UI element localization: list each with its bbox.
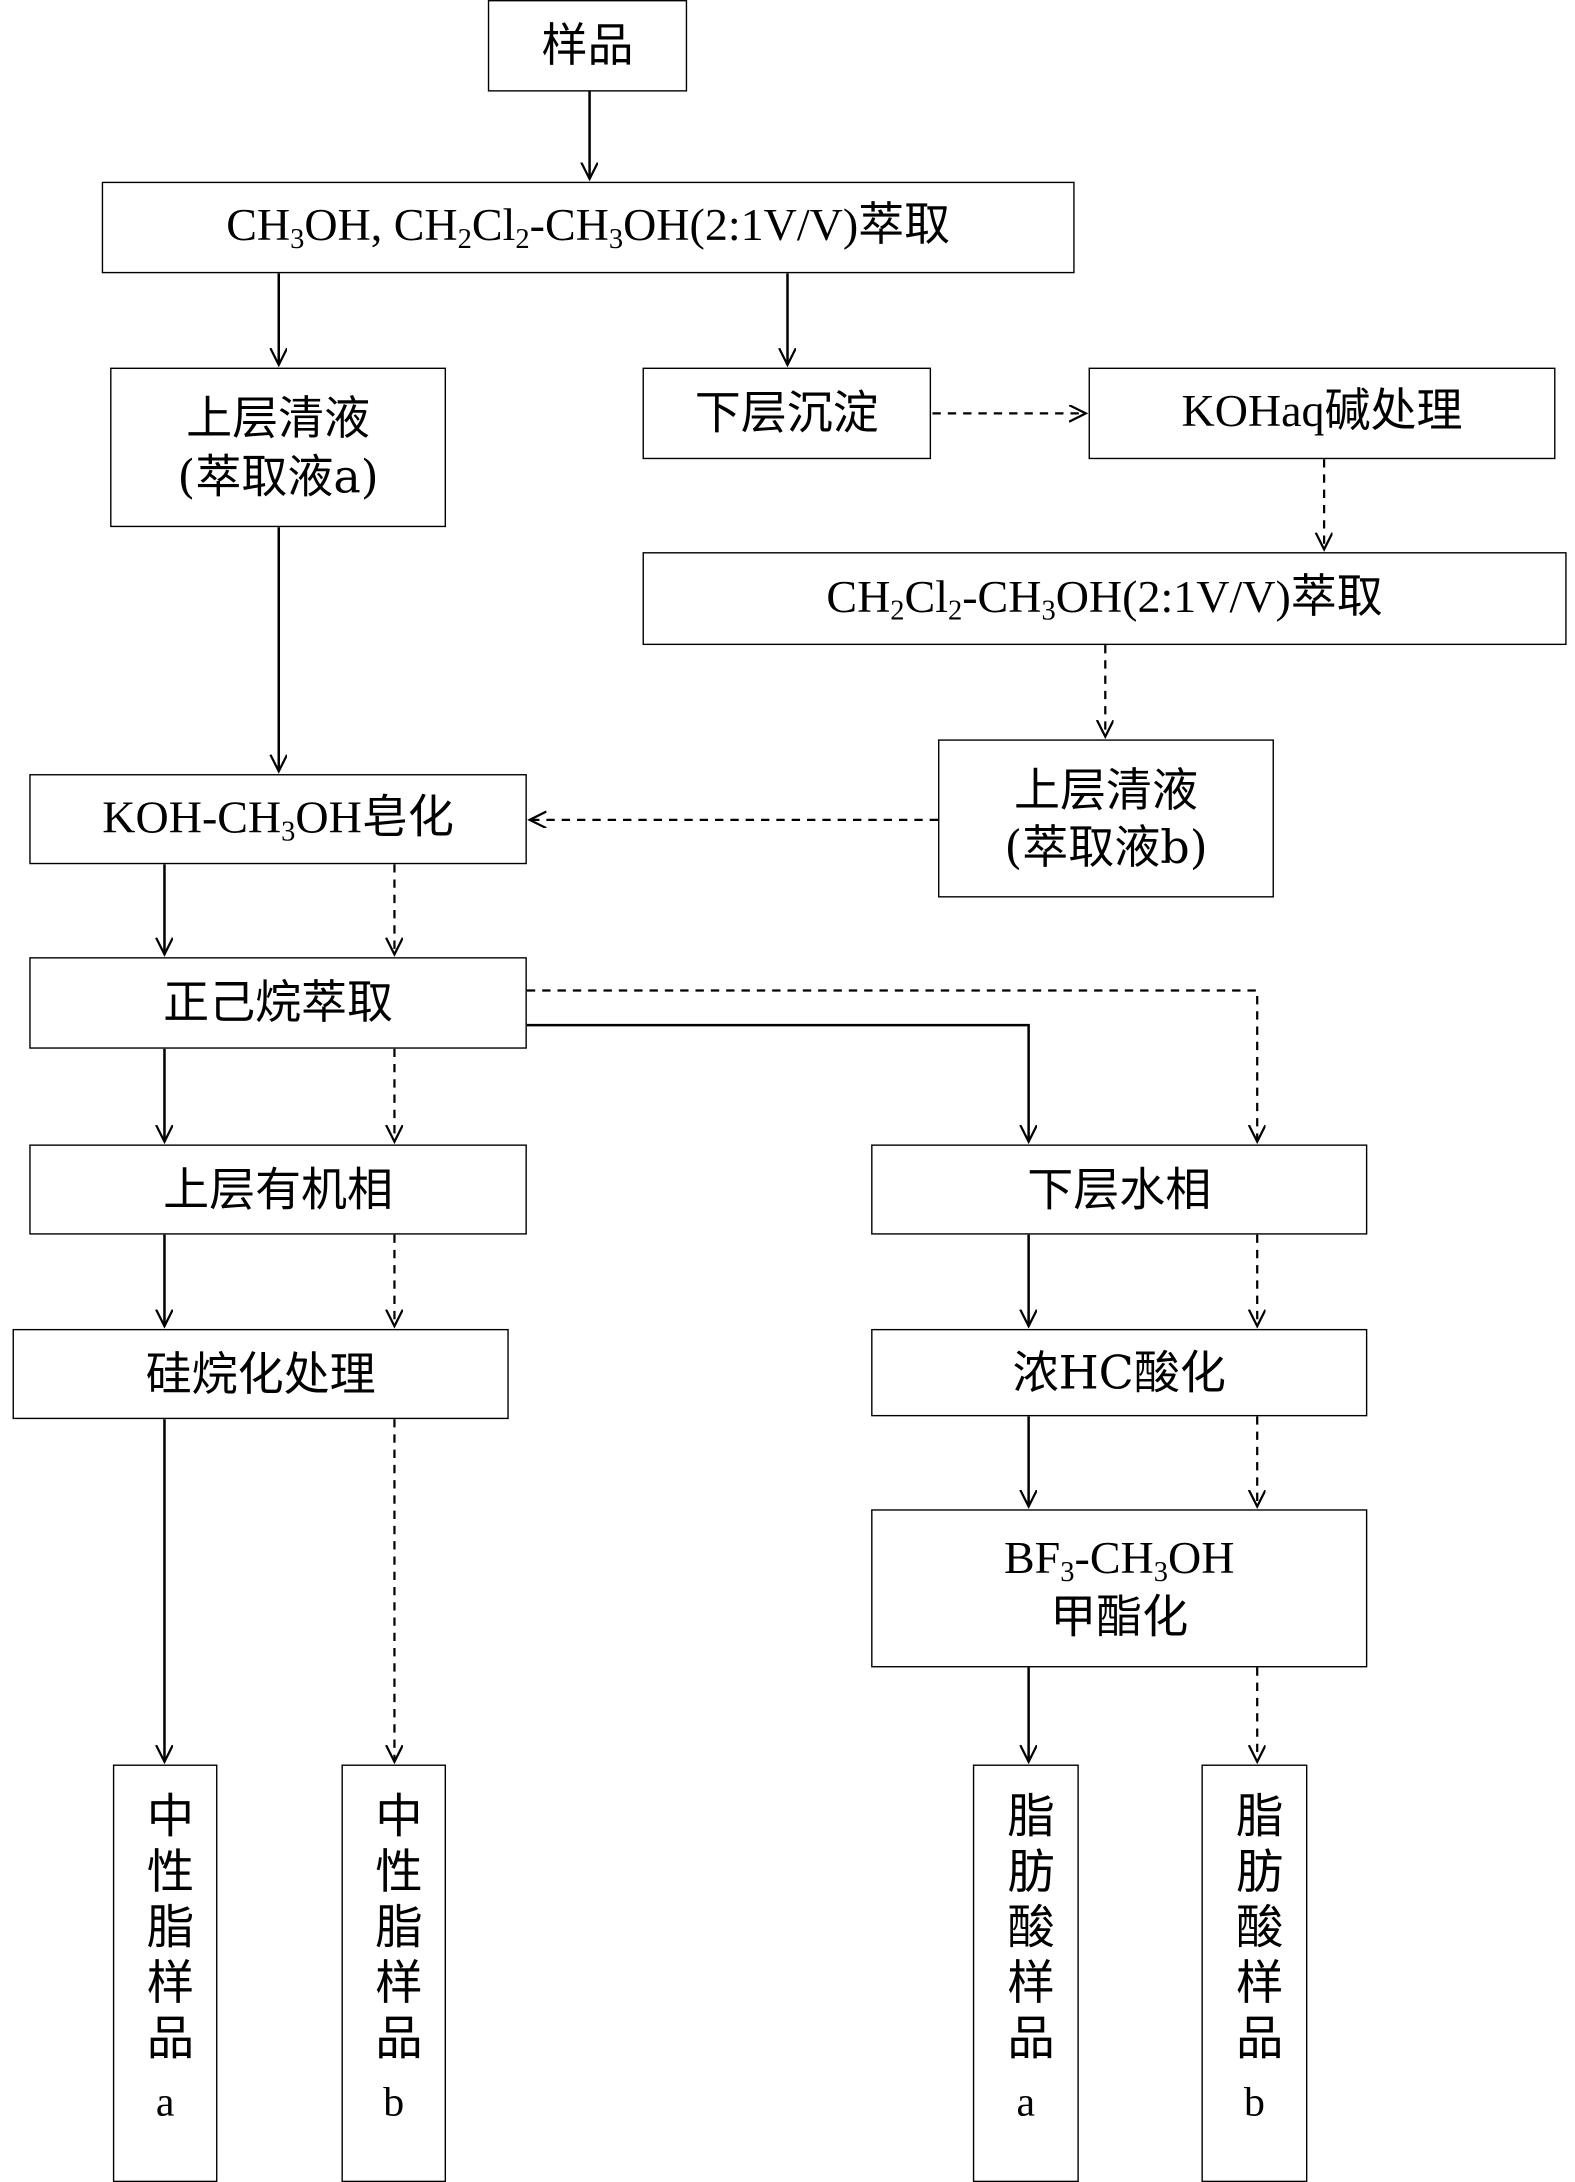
silane-label: 硅烷化处理: [145, 1346, 376, 1401]
koh-aq-box: KOHaq碱处理: [1088, 367, 1556, 460]
methyl-text-2: -CH: [1074, 1533, 1154, 1584]
fatty-b-chars: 脂肪酸样品: [1226, 1790, 1283, 2069]
methyl-text-1: BF: [1003, 1533, 1061, 1584]
acidify-label: 浓HC酸化: [1012, 1345, 1226, 1400]
upper-clear-b-line1: 上层清液: [1013, 762, 1198, 817]
fatty-a-suffix: a: [1016, 2079, 1036, 2126]
hexane-box: 正己烷萃取: [29, 957, 527, 1049]
extract1-sub-4: 3: [608, 224, 624, 256]
neutral-a-box: 中性脂样品 a: [112, 1764, 218, 2182]
lower-aqueous-box: 下层水相: [871, 1144, 1368, 1235]
acidify-box: 浓HC酸化: [871, 1328, 1368, 1417]
extract1-box: CH3OH, CH2Cl2-CH3OH(2:1V/V)萃取: [101, 181, 1075, 274]
extract1-text-4: -CH: [529, 201, 609, 252]
methyl-sub-1: 3: [1060, 1557, 1075, 1588]
fatty-a-chars: 脂肪酸样品: [998, 1790, 1055, 2069]
extract1-sub-2: 2: [457, 224, 472, 256]
extract2-sub-1: 2: [890, 595, 905, 627]
silane-box: 硅烷化处理: [12, 1328, 509, 1420]
methyl-box: BF3-CH3OH 甲酯化: [871, 1509, 1368, 1668]
sample-label: 样品: [541, 18, 634, 73]
lower-precip-box: 下层沉淀: [642, 367, 932, 460]
extract2-text-1: CH: [826, 572, 891, 623]
methyl-line1: BF3-CH3OH: [1004, 1531, 1234, 1588]
extract1-sub-3: 2: [515, 224, 530, 256]
fatty-a-box: 脂肪酸样品 a: [972, 1764, 1079, 2182]
extract1-label: CH3OH, CH2Cl2-CH3OH(2:1V/V)萃取: [226, 199, 950, 256]
extract1-text-2: OH, CH: [304, 201, 458, 252]
extract2-text-3: -CH: [962, 572, 1042, 623]
lower-precip-label: 下层沉淀: [694, 386, 879, 441]
upper-organic-box: 上层有机相: [29, 1144, 527, 1235]
methyl-text-3: OH: [1167, 1533, 1235, 1584]
saponify-box: KOH-CH3OH皂化: [29, 774, 527, 865]
arrow-hexane-to-lower-aqueous-solid: [526, 1023, 1029, 1142]
fatty-b-box: 脂肪酸样品 b: [1201, 1764, 1308, 2182]
upper-clear-a-line1: 上层清液: [186, 391, 371, 446]
extract2-sub-3: 3: [1041, 595, 1056, 627]
saponify-label: KOH-CH3OH皂化: [102, 791, 454, 848]
neutral-b-chars: 中性脂样品: [366, 1790, 422, 2069]
upper-organic-label: 上层有机相: [163, 1162, 394, 1217]
sample-box: 样品: [487, 0, 688, 92]
extract1-text-3: Cl: [471, 201, 516, 252]
methyl-line2: 甲酯化: [1050, 1589, 1189, 1644]
upper-clear-b-box: 上层清液 (萃取液b): [938, 739, 1274, 898]
saponify-sub-1: 3: [281, 816, 296, 848]
extract1-text-5: OH(2:1V/V)萃取: [623, 201, 951, 252]
extract2-box: CH2Cl2-CH3OH(2:1V/V)萃取: [642, 552, 1567, 646]
upper-clear-a-line2: (萃取液a): [177, 448, 379, 503]
methyl-sub-2: 3: [1153, 1557, 1168, 1588]
saponify-text-1: KOH-CH: [102, 793, 282, 844]
upper-clear-a-box: 上层清液 (萃取液a): [110, 367, 447, 528]
extract1-sub-1: 3: [290, 224, 305, 256]
neutral-b-box: 中性脂样品 b: [341, 1764, 447, 2182]
neutral-a-chars: 中性脂样品: [137, 1790, 194, 2069]
extract2-text-2: Cl: [904, 572, 949, 623]
extract2-text-4: OH(2:1V/V)萃取: [1055, 572, 1383, 623]
lower-aqueous-label: 下层水相: [1027, 1162, 1212, 1217]
extract1-text-1: CH: [226, 201, 291, 252]
koh-aq-label: KOHaq碱处理: [1181, 387, 1463, 438]
extract2-sub-2: 2: [948, 595, 963, 627]
fatty-b-suffix: b: [1243, 2079, 1265, 2126]
neutral-b-suffix: b: [383, 2079, 405, 2126]
extract2-label: CH2Cl2-CH3OH(2:1V/V)萃取: [826, 570, 1382, 627]
upper-clear-b-line2: (萃取液b): [1004, 819, 1208, 874]
neutral-a-suffix: a: [155, 2079, 175, 2126]
hexane-label: 正己烷萃取: [163, 975, 394, 1030]
arrow-hexane-to-lower-aqueous-dashed: [526, 989, 1257, 1141]
saponify-text-2: OH皂化: [295, 793, 454, 844]
